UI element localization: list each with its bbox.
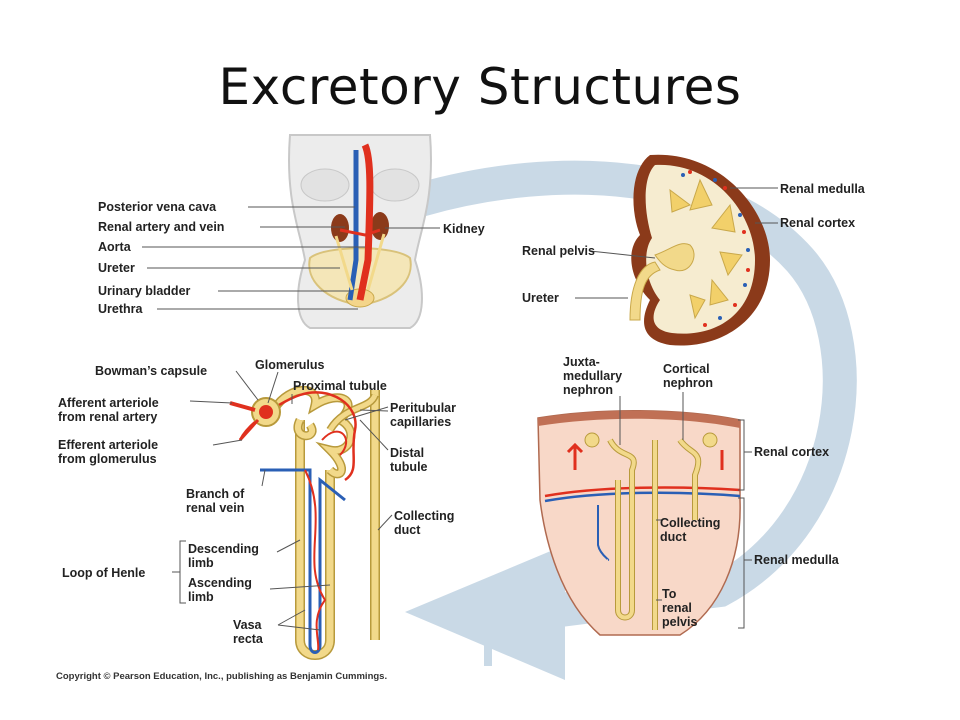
label-descending-limb: Descending limb [188,542,259,570]
nephron-detail [229,385,380,660]
label-bowmans-capsule: Bowman’s capsule [95,364,208,378]
label-kidney-ureter: Ureter [522,291,559,305]
label-tissue-renal-medulla: Renal medulla [754,553,839,567]
nephron-leader-lines [172,370,393,631]
label-loop-of-henle: Loop of Henle [62,566,146,580]
label-distal-tubule: Distal tubule [390,446,428,474]
label-tissue-collecting-duct: Collecting duct [660,516,721,544]
label-vasa-recta: Vasa recta [233,618,263,646]
label-peritubular-capillaries: Peritubular capillaries [390,401,456,429]
slide-title: Excretory Structures [218,58,742,116]
body-silhouette [288,134,432,329]
label-glomerulus: Glomerulus [255,358,325,372]
tissue-section [537,409,741,636]
label-ascending-limb: Ascending limb [188,576,252,604]
kidney-leader-lines [575,187,778,299]
label-posterior-vena-cava: Posterior vena cava [98,200,217,214]
kidney-section [629,154,770,346]
label-tissue-renal-cortex: Renal cortex [754,445,830,459]
label-renal-artery-vein: Renal artery and vein [98,220,225,234]
label-kidney: Kidney [443,222,485,236]
label-proximal-tubule: Proximal tubule [293,379,387,393]
label-ureter: Ureter [98,261,135,275]
label-renal-medulla: Renal medulla [780,182,865,196]
label-cortical-nephron: Cortical nephron [663,362,713,390]
label-efferent-arteriole: Efferent arteriole from glomerulus [58,438,159,466]
label-aorta: Aorta [98,240,131,254]
label-afferent-arteriole: Afferent arteriole from renal artery [58,396,159,424]
body-leader-lines [142,206,440,310]
label-to-renal-pelvis: To renal pelvis [662,587,698,629]
label-collecting-duct: Collecting duct [394,509,455,537]
label-urethra: Urethra [98,302,143,316]
tissue-leader-lines [619,392,752,629]
label-renal-pelvis: Renal pelvis [522,244,595,258]
label-renal-cortex: Renal cortex [780,216,856,230]
label-urinary-bladder: Urinary bladder [98,284,191,298]
copyright-notice: Copyright © Pearson Education, Inc., pub… [56,671,388,682]
label-branch-renal-vein: Branch of renal vein [186,487,245,515]
flow-arrow [405,160,857,680]
label-juxtamedullary-nephron: Juxta- medullary nephron [563,355,623,397]
